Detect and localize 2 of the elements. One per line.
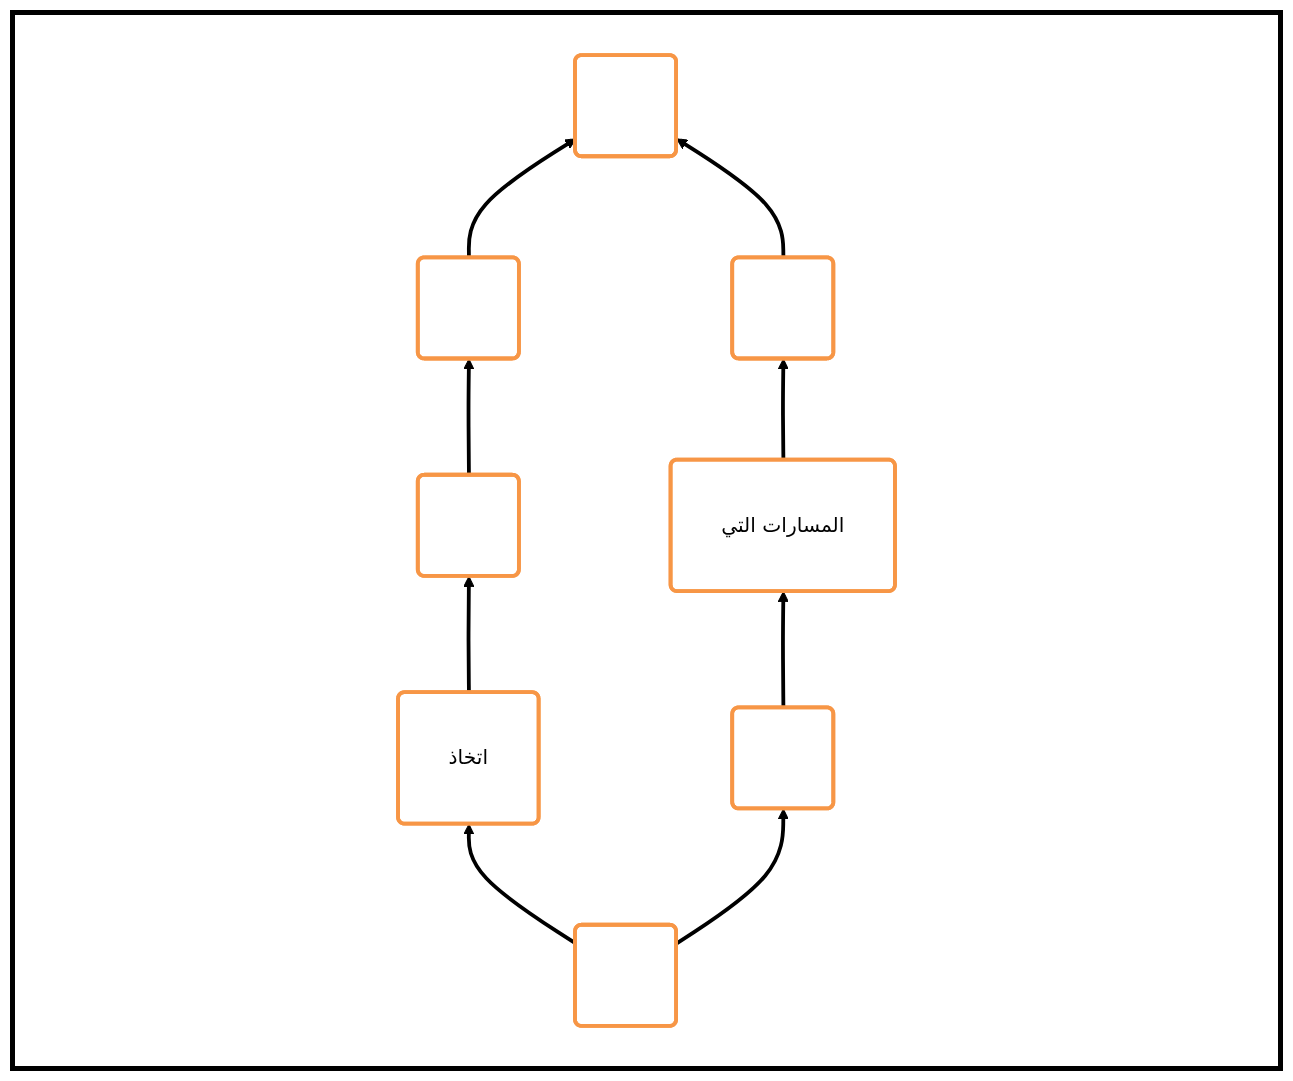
arrow bbox=[777, 591, 789, 708]
arrow bbox=[463, 576, 475, 693]
